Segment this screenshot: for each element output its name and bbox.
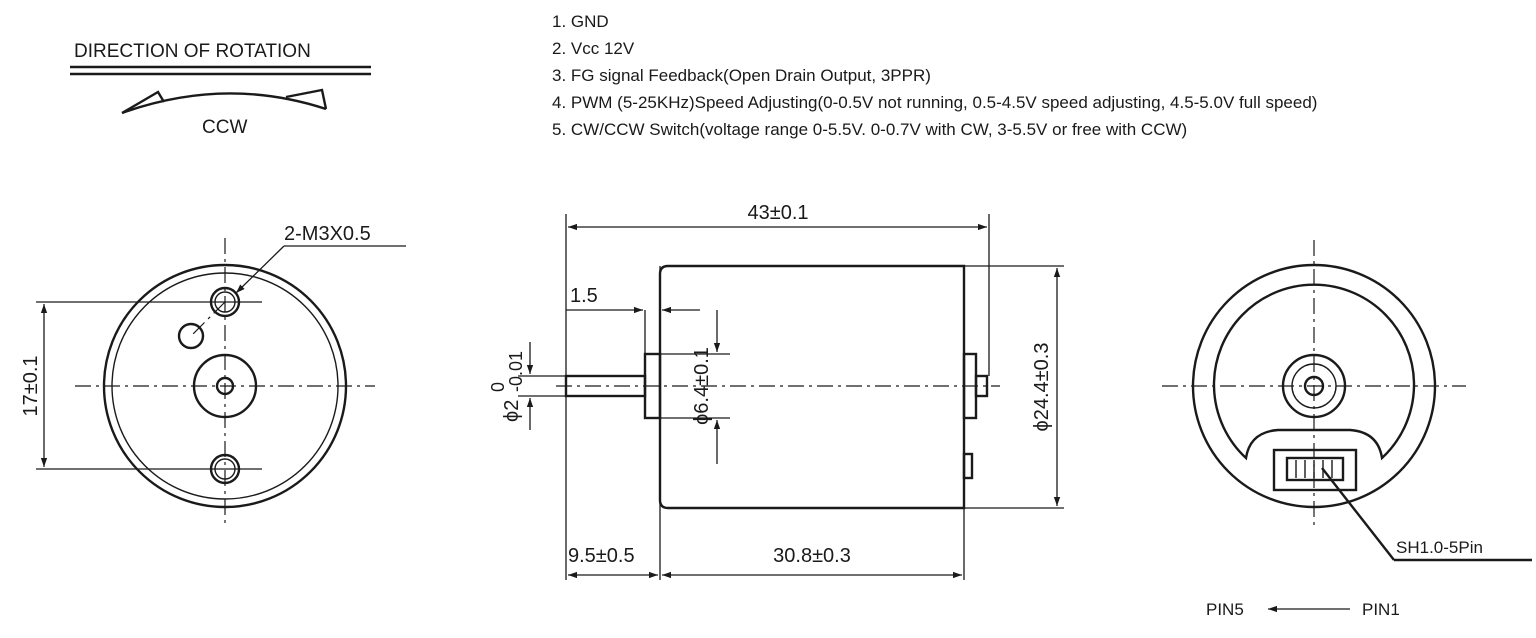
front-side-hole: [177, 322, 205, 350]
dim-shaft-dia-label: ϕ2: [501, 400, 523, 422]
rotation-legend: DIRECTION OF ROTATION CCW: [70, 41, 371, 138]
hole-callout-leader: [235, 245, 285, 294]
rear-endcap: [1212, 283, 1416, 461]
rear-view: SH1.0-5Pin PIN5 PIN1: [1162, 240, 1532, 619]
connector-bump: [962, 452, 974, 480]
pin-start-label: PIN1: [1362, 600, 1400, 619]
connector-leader: [1321, 467, 1395, 561]
connector-housing: [1272, 448, 1358, 492]
dim-shaft-dia-text: ϕ2 0 -0.01: [488, 351, 526, 422]
front-view: 17±0.1 2-M3X0.5: [20, 223, 406, 528]
ccw-arrow-icon: [121, 88, 328, 115]
pin-5: 5. CW/CCW Switch(voltage range 0-5.5V. 0…: [552, 120, 1187, 139]
dim-body-length-label: 30.8±0.3: [773, 545, 851, 567]
rotation-direction: CCW: [202, 117, 247, 138]
pin-end-label: PIN5: [1206, 600, 1244, 619]
dim-boss-length-label: 1.5: [570, 285, 598, 307]
dim-body-dia-label: ϕ24.4±0.3: [1031, 343, 1053, 432]
dim-boss-dia-label: ϕ6.4±0.1: [691, 347, 713, 425]
hole-callout-label: 2-M3X0.5: [284, 223, 371, 245]
rotation-title: DIRECTION OF ROTATION: [74, 41, 311, 62]
pin-1: 1. GND: [552, 12, 609, 31]
pin-4: 4. PWM (5-25KHz)Speed Adjusting(0-0.5V n…: [552, 93, 1317, 112]
pin-2: 2. Vcc 12V: [552, 39, 635, 58]
dim-overall-length-label: 43±0.1: [747, 202, 808, 224]
dim-shaft-length-label: 9.5±0.5: [568, 545, 635, 567]
dim-hole-spacing-label: 17±0.1: [20, 355, 42, 416]
pin-3: 3. FG signal Feedback(Open Drain Output,…: [552, 66, 931, 85]
pin-list: 1. GND 2. Vcc 12V 3. FG signal Feedback(…: [552, 12, 1317, 139]
connector-label: SH1.0-5Pin: [1396, 538, 1483, 557]
dim-shaft-tol-lower: -0.01: [506, 351, 526, 392]
side-view: 43±0.1 1.5 ϕ2 0 -0.01 ϕ6.4±0.1 ϕ24.4±0.3…: [488, 202, 1064, 580]
connector-face: [1285, 456, 1345, 482]
dim-shaft-tol-upper: 0: [488, 382, 508, 392]
